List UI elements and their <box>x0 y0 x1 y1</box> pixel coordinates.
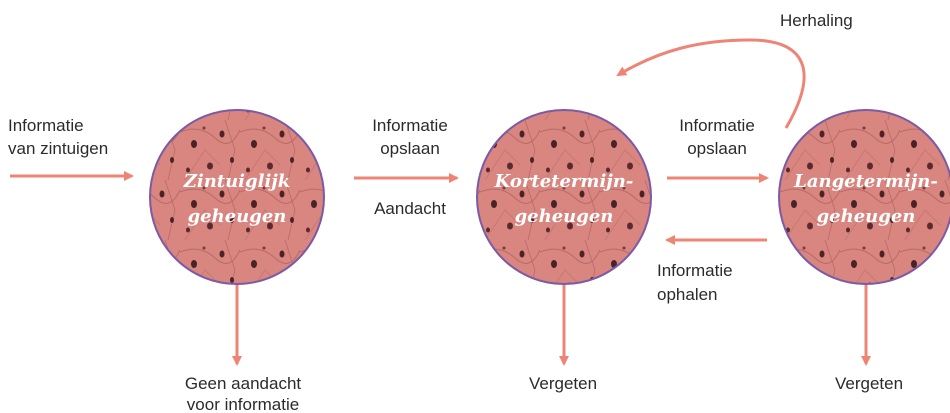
retrieve-label-2: ophalen <box>657 285 718 304</box>
sensory-memory-label-2: geheugen <box>188 206 287 227</box>
store2-label-1: Informatie <box>679 116 755 135</box>
sensory-memory-label-1: Zintuiglijk <box>183 171 291 192</box>
no-attention-label-2: voor informatie <box>187 395 299 413</box>
short-term-memory-node: Kortetermijn- geheugen <box>477 110 651 284</box>
short-term-memory-circle <box>477 110 651 284</box>
long-term-memory-label-2: geheugen <box>817 206 916 227</box>
sensory-memory-node: Zintuiglijk geheugen <box>150 110 324 284</box>
long-term-memory-label-1: Langetermijn- <box>793 171 938 192</box>
forget-short-label: Vergeten <box>529 374 597 393</box>
repetition-arrow <box>618 40 804 128</box>
no-attention-label-1: Geen aandacht <box>185 374 302 393</box>
forget-long-label: Vergeten <box>835 374 903 393</box>
input-label-2: van zintuigen <box>8 139 108 158</box>
short-term-memory-label-2: geheugen <box>515 206 614 227</box>
long-term-memory-circle <box>779 110 950 284</box>
store1-label-2: opslaan <box>380 139 440 158</box>
input-label-1: Informatie <box>8 116 84 135</box>
store2-label-2: opslaan <box>687 139 747 158</box>
short-term-memory-label-1: Kortetermijn- <box>494 171 634 192</box>
retrieve-label-1: Informatie <box>657 261 733 280</box>
store1-label-1: Informatie <box>372 116 448 135</box>
attention-label: Aandacht <box>374 199 446 218</box>
long-term-memory-node: Langetermijn- geheugen <box>779 110 950 284</box>
sensory-memory-circle <box>150 110 324 284</box>
repetition-label: Herhaling <box>780 11 853 30</box>
